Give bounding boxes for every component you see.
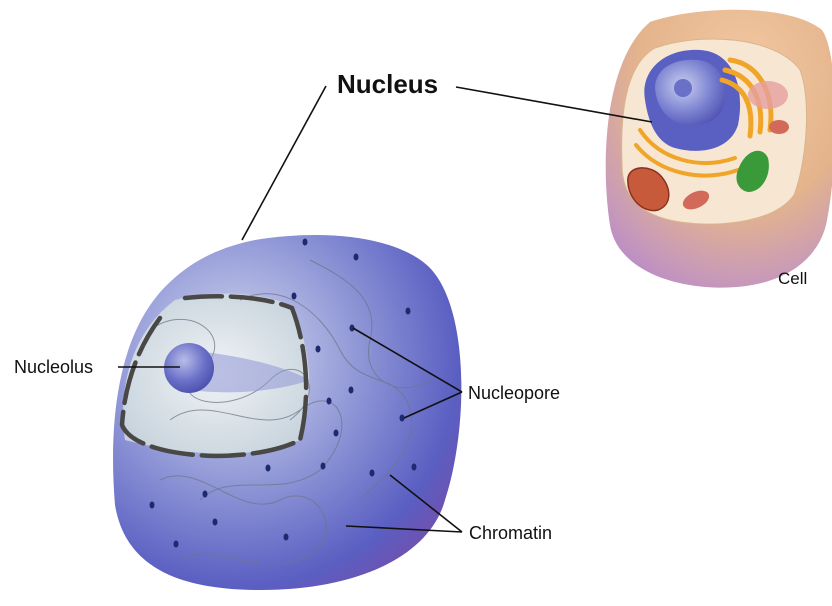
nucleopore-mark: [150, 502, 155, 509]
nucleopore-mark: [316, 346, 321, 353]
vacuole: [748, 81, 788, 109]
nucleus-illustration: [113, 235, 461, 590]
nucleopore-mark: [412, 464, 417, 471]
nucleopore-mark: [349, 387, 354, 394]
nucleopore-mark: [292, 293, 297, 300]
nucleopore-mark: [354, 254, 359, 261]
nucleopore-mark: [213, 519, 218, 526]
nucleopore-mark: [370, 470, 375, 477]
cell-nucleolus: [674, 79, 692, 97]
nucleopore-mark: [303, 239, 308, 246]
nucleus-leader-to-large: [242, 86, 326, 240]
nucleolus: [164, 343, 214, 393]
nucleopore-mark: [400, 415, 405, 422]
chromatin-label: Chromatin: [469, 523, 552, 543]
mitochondrion-3: [769, 120, 789, 134]
nucleopore-mark: [266, 465, 271, 472]
nucleopore-mark: [174, 541, 179, 548]
cell-illustration: [606, 10, 832, 288]
nucleopore-mark: [334, 430, 339, 437]
nucleopore-mark: [203, 491, 208, 498]
nucleus-title: Nucleus: [337, 70, 438, 98]
cell-label: Cell: [778, 269, 807, 288]
nucleopore-mark: [321, 463, 326, 470]
nucleopore-mark: [284, 534, 289, 541]
nucleopore-mark: [327, 398, 332, 405]
nucleolus-label: Nucleolus: [14, 357, 93, 377]
nucleopore-label: Nucleopore: [468, 383, 560, 403]
nucleopore-mark: [406, 308, 411, 315]
